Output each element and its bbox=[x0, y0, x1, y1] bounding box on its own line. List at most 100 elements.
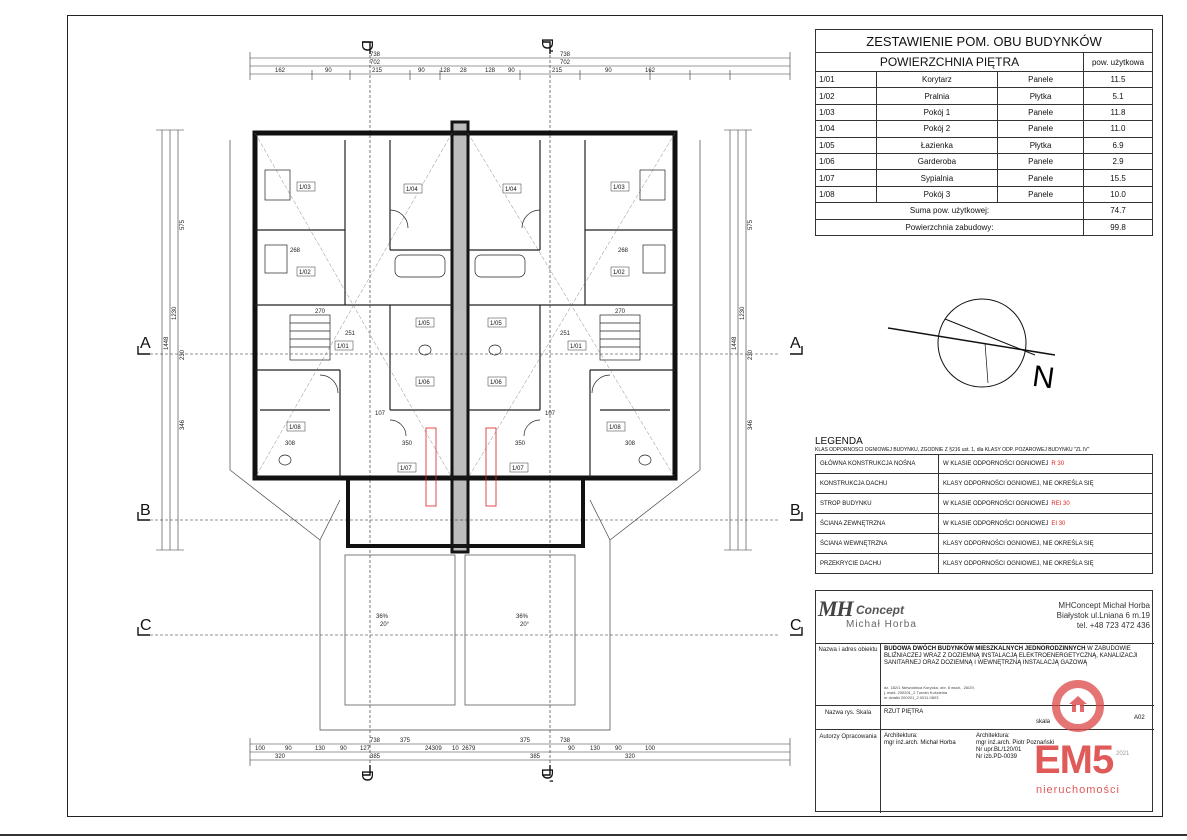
schedule-cell-name: Łazienka bbox=[875, 136, 999, 154]
arch-role: Architektura: bbox=[884, 733, 918, 739]
schedule-cell-area: 2.9 bbox=[1083, 152, 1153, 171]
logo-concept: Concept bbox=[856, 603, 904, 617]
title-block-divider bbox=[880, 643, 881, 813]
dim-side-right-1: 1230 bbox=[740, 306, 746, 320]
legend-element: GŁÓWNA KONSTRUKCJA NOŚNA bbox=[820, 461, 916, 467]
dim-side-left-1: 1230 bbox=[172, 306, 178, 320]
dim-side-right-total: 1448 bbox=[732, 336, 738, 350]
north-label: N bbox=[1030, 360, 1056, 395]
dim-side-left-3: 230 bbox=[180, 349, 186, 360]
legend-code: EI 30 bbox=[1051, 520, 1066, 527]
dim-inner-0-r: 268 bbox=[618, 248, 629, 254]
dim-top-5: 28 bbox=[460, 68, 467, 74]
schedule-cell-number: 1/03 bbox=[815, 103, 877, 122]
section-marker-d-top: D bbox=[358, 40, 375, 52]
section-marker-c-left: C bbox=[140, 617, 152, 634]
schedule-cell-floor: Panele bbox=[997, 120, 1084, 138]
dim-inner-3-r: 350 bbox=[515, 441, 526, 447]
dim-top-6: 128 bbox=[485, 68, 496, 74]
house-icon bbox=[1069, 696, 1087, 712]
schedule-cell-floor: Płytka bbox=[997, 87, 1084, 105]
schedule-cell-floor: Panele bbox=[997, 70, 1084, 89]
room-label-left-1-04: 1/04 bbox=[406, 187, 418, 193]
watermark-ring bbox=[1052, 680, 1104, 732]
company-logo: MH Concept Michał Horba MHConcept Michał… bbox=[816, 591, 1154, 644]
schedule-sum-label: Suma pow. użytkowej: bbox=[815, 202, 1084, 220]
dim-inner-5-r: 270 bbox=[615, 309, 626, 315]
section-marker-d2-bottom: D' bbox=[538, 768, 555, 783]
schedule-cell-area: 15.5 bbox=[1083, 169, 1153, 187]
legend-element: ŚCIANA ZEWNĘTRZNA bbox=[820, 520, 886, 527]
legend-element: PRZEKRYCIE DACHU bbox=[820, 560, 882, 567]
dim-top-9: 90 bbox=[605, 68, 612, 74]
dim-top-10: 162 bbox=[645, 68, 656, 74]
schedule-cell-number: 1/02 bbox=[815, 87, 877, 105]
dim-bottom-9: 375 bbox=[520, 738, 531, 744]
schedule-cell-area: 10.0 bbox=[1083, 185, 1153, 204]
schedule-built-label: Powierzchnia zabudowy: bbox=[815, 218, 1084, 236]
drawing-name: RZUT PIĘTRA bbox=[884, 709, 924, 715]
drawing-frame bbox=[67, 15, 1163, 817]
dim-inner-4-r: 107 bbox=[545, 411, 556, 417]
schedule-cell-name: Pralnia bbox=[875, 87, 999, 105]
dim-inner-2-r: 251 bbox=[560, 331, 571, 337]
dim-top-total-left: 738 bbox=[370, 52, 381, 58]
room-label-left-1-08: 1/08 bbox=[289, 425, 301, 431]
legend-element: STROP BUDYNKU bbox=[820, 500, 872, 507]
room-label-left-1-01: 1/01 bbox=[337, 344, 349, 350]
legend-desc: W KLASIE ODPORNOŚCI OGNIOWEJ bbox=[943, 461, 1049, 467]
legend-desc-cell: KLASY ODPORNOŚCI OGNIOWEJ, NIE OKREŚLA S… bbox=[938, 554, 1152, 573]
dim-top-7: 90 bbox=[508, 68, 515, 74]
schedule-built-value: 99.8 bbox=[1083, 218, 1153, 236]
arch2-role: Architektura: bbox=[976, 733, 1010, 739]
dim-inner-1-r: 308 bbox=[625, 441, 636, 447]
legend-row: ŚCIANA ZEWNĘTRZNA W KLASIE ODPORNOŚCI OGN… bbox=[815, 514, 1153, 534]
title-block: MH Concept Michał Horba MHConcept Michał… bbox=[815, 590, 1154, 813]
schedule-cell-number: 1/07 bbox=[815, 169, 877, 187]
schedule-sum-value: 74.7 bbox=[1083, 202, 1153, 220]
section-marker-d2-top: D' bbox=[538, 38, 555, 53]
room-label-right-1-03: 1/03 bbox=[613, 185, 625, 191]
room-label-left-1-06: 1/06 bbox=[418, 380, 430, 386]
dim-bottom-7: 10 bbox=[452, 746, 459, 752]
dim-inner-4: 107 bbox=[375, 411, 386, 417]
schedule-cell-number: 1/05 bbox=[815, 136, 877, 154]
dim-top-total2-right: 702 bbox=[560, 60, 571, 66]
legend-title: LEGENDA bbox=[815, 436, 863, 447]
room-label-right-1-02: 1/02 bbox=[613, 270, 625, 276]
dim-side-left-total: 1448 bbox=[164, 336, 170, 350]
room-label-left-1-05: 1/05 bbox=[418, 321, 430, 327]
dim-bottom-total-right: 738 bbox=[560, 738, 571, 744]
dim-side-right-3: 230 bbox=[748, 349, 754, 360]
dim-bottom-0: 100 bbox=[255, 746, 266, 752]
watermark-brand: EM5 bbox=[1034, 738, 1114, 782]
dim-bottom-5: 375 bbox=[400, 738, 411, 744]
dim-top-total2-left: 702 bbox=[370, 60, 381, 66]
legend-desc-cell: KLASY ODPORNOŚCI OGNIOWEJ, NIE OKREŚLA S… bbox=[938, 474, 1152, 493]
schedule-col-area: pow. użytkowa bbox=[1083, 52, 1153, 72]
schedule-title: ZESTAWIENIE POM. OBU BUDYNKÓW bbox=[815, 29, 1153, 53]
drawing-date: 2021 bbox=[1116, 751, 1130, 757]
room-label-left-1-03: 1/03 bbox=[299, 185, 311, 191]
room-schedule-table: ZESTAWIENIE POM. OBU BUDYNKÓW POWIERZCHN… bbox=[815, 29, 1153, 236]
section-marker-b-left: B bbox=[140, 502, 151, 519]
object-location-2: j. ewid. 200201_2 Turośń Kościelna bbox=[884, 690, 948, 695]
schedule-cell-floor: Panele bbox=[997, 169, 1084, 187]
roof-deg-right: 20° bbox=[520, 622, 530, 628]
company-phone: tel. +48 723 472 436 bbox=[1076, 621, 1150, 630]
room-label-right-1-06: 1/06 bbox=[490, 380, 502, 386]
section-marker-a-right: A bbox=[790, 335, 801, 352]
legend-desc: KLASY ODPORNOŚCI OGNIOWEJ, NIE OKREŚLA S… bbox=[943, 560, 1094, 567]
dim-side-right-4: 346 bbox=[748, 419, 754, 430]
drawing-label: Nazwa rys. Skala bbox=[824, 710, 872, 716]
schedule-cell-area: 11.0 bbox=[1083, 120, 1153, 138]
dim-inner-2: 251 bbox=[345, 331, 356, 337]
schedule-cell-area: 6.9 bbox=[1083, 136, 1153, 154]
